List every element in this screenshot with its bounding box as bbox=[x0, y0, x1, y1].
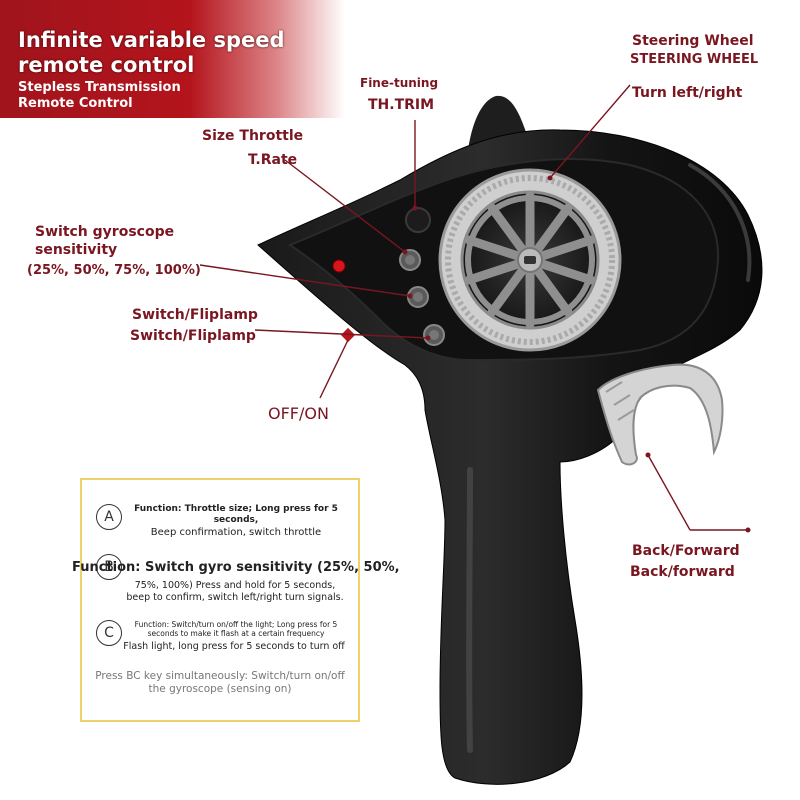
banner-subtitle: Stepless Transmission Remote Control bbox=[18, 80, 181, 111]
badge-c: C bbox=[96, 620, 122, 646]
th-trim-label: TH.TRIM bbox=[368, 97, 435, 113]
back-forward-label-2: Back/forward bbox=[630, 564, 735, 580]
fliplamp-label-2: Switch/Fliplamp bbox=[130, 328, 256, 344]
function-info-box: A Function: Throttle size; Long press fo… bbox=[72, 478, 400, 722]
banner-title: Infinite variable speed remote control bbox=[18, 28, 285, 77]
function-a-text: Function: Throttle size; Long press for … bbox=[134, 504, 338, 525]
fliplamp-label-1: Switch/Fliplamp bbox=[132, 307, 258, 323]
function-a-detail: Beep confirmation, switch throttle bbox=[150, 527, 322, 538]
function-c-text: Function: Switch/turn on/off the light; … bbox=[134, 620, 338, 638]
steering-wheel[interactable] bbox=[438, 168, 622, 352]
bc-key-note: Press BC key simultaneously: Switch/turn… bbox=[95, 670, 345, 695]
steering-label-cn: Steering Wheel bbox=[632, 33, 754, 49]
turn-label: Turn left/right bbox=[632, 85, 743, 101]
button-c[interactable] bbox=[423, 324, 445, 346]
gyro-values-label: (25%, 50%, 75%, 100%) bbox=[27, 263, 201, 278]
function-c-detail: Flash light, long press for 5 seconds to… bbox=[123, 641, 345, 652]
t-rate-label: T.Rate bbox=[248, 152, 298, 168]
fine-tuning-label: Fine-tuning bbox=[360, 76, 439, 90]
badge-b: B bbox=[96, 554, 122, 580]
function-b-text: Function: Switch gyro sensitivity (25%, … bbox=[72, 560, 400, 575]
throttle-trigger[interactable] bbox=[596, 363, 724, 466]
off-on-label: OFF/ON bbox=[268, 404, 329, 423]
back-forward-label-1: Back/Forward bbox=[632, 543, 740, 559]
steering-label-en: STEERING WHEEL bbox=[630, 52, 759, 67]
size-throttle-label: Size Throttle bbox=[202, 128, 304, 144]
title-banner: Infinite variable speed remote control S… bbox=[0, 0, 345, 118]
button-b[interactable] bbox=[407, 286, 429, 308]
badge-a: A bbox=[96, 504, 122, 530]
callout-lines bbox=[199, 84, 748, 531]
trim-knob bbox=[405, 207, 431, 233]
button-a[interactable] bbox=[399, 249, 421, 271]
led-indicator bbox=[332, 259, 346, 273]
function-b-detail: 75%, 100%) Press and hold for 5 seconds,… bbox=[126, 580, 344, 603]
gyro-label-line2: sensitivity bbox=[35, 242, 118, 258]
gyro-label-line1: Switch gyroscope bbox=[35, 224, 175, 240]
